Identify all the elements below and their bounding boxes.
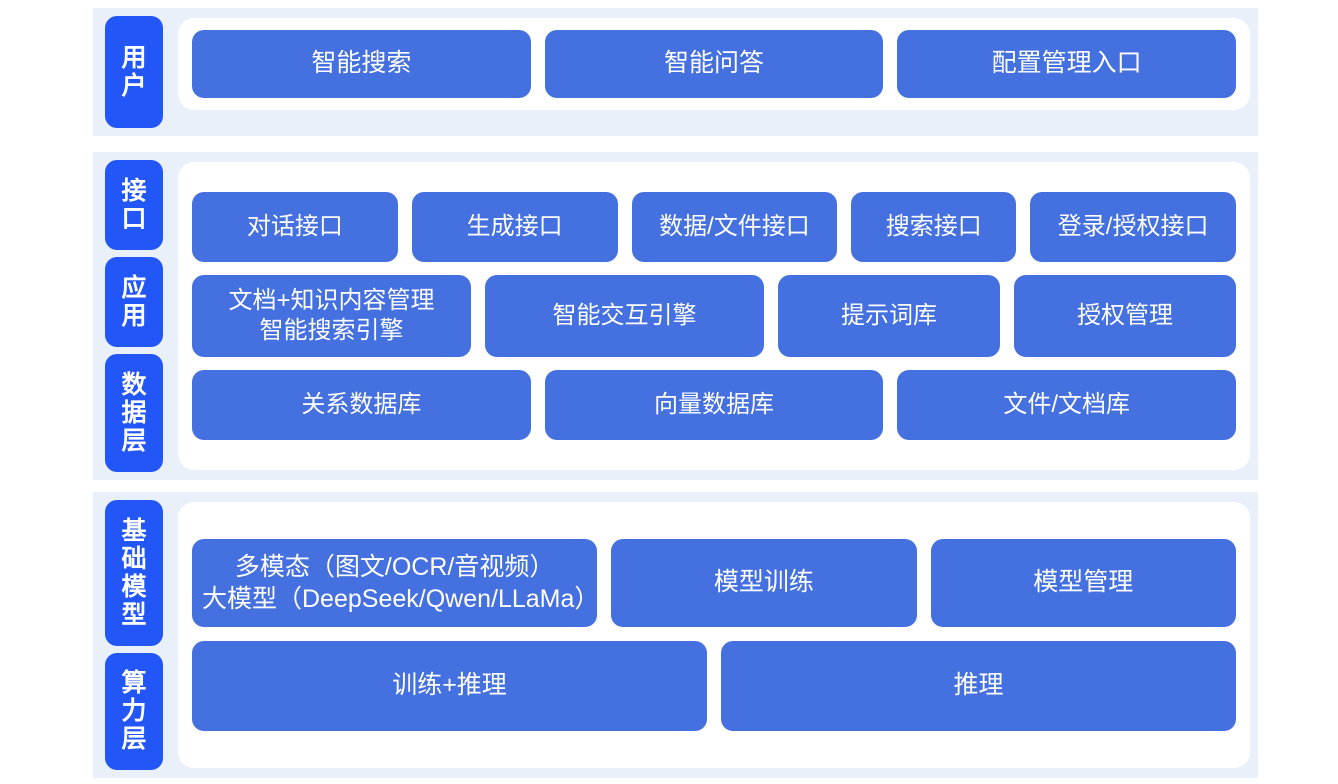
layer-chip-interface[interactable]: 接口: [105, 160, 163, 250]
layer-chip-compute[interactable]: 算力层: [105, 652, 163, 770]
box-smart-search[interactable]: 智能搜索: [192, 30, 531, 98]
layer-label-column-platform: 接口 应用 数据层: [93, 152, 178, 480]
layer-chip-application[interactable]: 应用: [105, 257, 163, 347]
layer-chip-foundation-model[interactable]: 基础模型: [105, 500, 163, 646]
box-authorization-management[interactable]: 授权管理: [1013, 275, 1236, 357]
layer-label-column-infrastructure: 基础模型 算力层: [93, 492, 178, 778]
box-model-management[interactable]: 模型管理: [930, 539, 1236, 627]
layer-chip-data[interactable]: 数据层: [105, 354, 163, 472]
row-foundation-model: 多模态（图文/OCR/音视频） 大模型（DeepSeek/Qwen/LLaMa）…: [192, 539, 1236, 627]
box-relational-database[interactable]: 关系数据库: [192, 370, 531, 440]
box-doc-knowledge-line2: 智能搜索引擎: [259, 317, 404, 344]
box-search-api[interactable]: 搜索接口: [851, 192, 1017, 262]
box-login-auth-api[interactable]: 登录/授权接口: [1030, 192, 1237, 262]
box-doc-knowledge-line1: 文档+知识内容管理: [228, 287, 435, 314]
row-compute: 训练+推理 推理: [192, 641, 1236, 731]
panel-infrastructure: 多模态（图文/OCR/音视频） 大模型（DeepSeek/Qwen/LLaMa）…: [178, 502, 1250, 768]
box-model-training[interactable]: 模型训练: [611, 539, 917, 627]
box-multimodal-line2: 大模型（DeepSeek/Qwen/LLaMa）: [202, 585, 600, 613]
box-data-file-api[interactable]: 数据/文件接口: [631, 192, 838, 262]
row-application: 文档+知识内容管理 智能搜索引擎 智能交互引擎 提示词库 授权管理: [192, 275, 1236, 357]
row-user-entries: 智能搜索 智能问答 配置管理入口: [192, 30, 1237, 98]
box-training-and-inference[interactable]: 训练+推理: [192, 641, 707, 731]
box-vector-database[interactable]: 向量数据库: [544, 370, 884, 440]
panel-user: 智能搜索 智能问答 配置管理入口: [178, 18, 1250, 110]
row-interface: 对话接口 生成接口 数据/文件接口 搜索接口 登录/授权接口: [192, 192, 1237, 262]
box-multimodal-llm[interactable]: 多模态（图文/OCR/音视频） 大模型（DeepSeek/Qwen/LLaMa）: [192, 539, 600, 627]
box-doc-knowledge-management[interactable]: 文档+知识内容管理 智能搜索引擎: [192, 275, 471, 357]
layer-chip-user[interactable]: 用户: [105, 16, 163, 128]
box-prompt-library[interactable]: 提示词库: [777, 275, 1000, 357]
section-user-layer: 用户 智能搜索 智能问答 配置管理入口: [93, 8, 1258, 136]
box-dialog-api[interactable]: 对话接口: [192, 192, 398, 262]
box-interactive-engine[interactable]: 智能交互引擎: [484, 275, 764, 357]
row-data: 关系数据库 向量数据库 文件/文档库: [192, 370, 1237, 440]
box-smart-qa[interactable]: 智能问答: [544, 30, 884, 98]
panel-platform: 对话接口 生成接口 数据/文件接口 搜索接口 登录/授权接口 文档+知识内容管理…: [178, 162, 1250, 470]
section-platform-layers: 接口 应用 数据层 对话接口 生成接口 数据/文件接口 搜索接口 登录/授权接口…: [93, 152, 1258, 480]
box-file-document-store[interactable]: 文件/文档库: [897, 370, 1237, 440]
box-config-management-entry[interactable]: 配置管理入口: [897, 30, 1237, 98]
section-infrastructure-layers: 基础模型 算力层 多模态（图文/OCR/音视频） 大模型（DeepSeek/Qw…: [93, 492, 1258, 778]
box-inference[interactable]: 推理: [721, 641, 1236, 731]
layer-label-column-user: 用户: [93, 8, 178, 136]
box-multimodal-line1: 多模态（图文/OCR/音视频）: [234, 552, 555, 581]
box-generation-api[interactable]: 生成接口: [411, 192, 618, 262]
